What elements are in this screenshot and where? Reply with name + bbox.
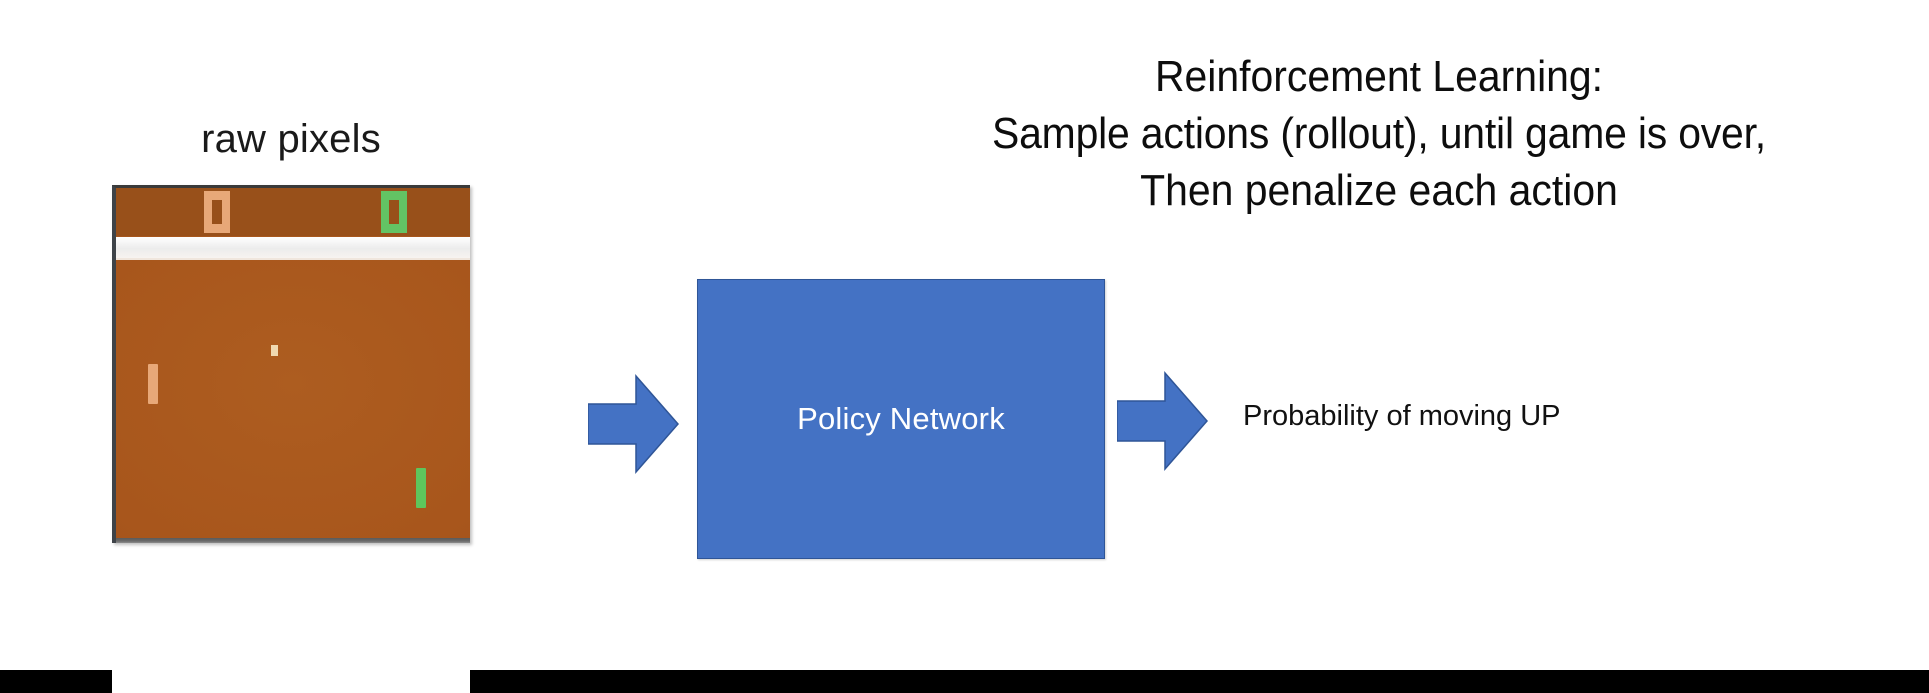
pong-bottom-ledge — [116, 538, 470, 543]
output-arrow-icon — [1117, 371, 1209, 471]
pong-score-left — [204, 191, 230, 233]
score-left-glyph — [204, 191, 230, 233]
pong-ball — [271, 345, 278, 356]
heading-line-1: Reinforcement Learning: — [1154, 52, 1604, 101]
heading-line-3: Then penalize each action — [1140, 166, 1618, 215]
slide-heading: Reinforcement Learning: Sample actions (… — [829, 48, 1929, 219]
pong-score-band — [116, 188, 470, 236]
output-label: Probability of moving UP — [1243, 400, 1561, 432]
pong-paddle-right — [416, 468, 426, 508]
pong-divider-edge — [116, 258, 470, 260]
score-right-glyph — [381, 191, 407, 233]
pong-paddle-left — [148, 364, 158, 404]
bottom-bar-gap — [112, 670, 470, 693]
policy-network-box[interactable]: Policy Network — [697, 279, 1105, 559]
heading-line-2: Sample actions (rollout), until game is … — [991, 109, 1766, 158]
pong-divider-bar — [116, 237, 470, 258]
input-arrow-icon — [588, 374, 680, 474]
bottom-black-bar — [0, 670, 1929, 693]
raw-pixels-caption: raw pixels — [201, 117, 381, 161]
pong-game-screenshot — [112, 185, 470, 543]
policy-network-label: Policy Network — [797, 401, 1005, 436]
pong-score-right — [381, 191, 407, 233]
